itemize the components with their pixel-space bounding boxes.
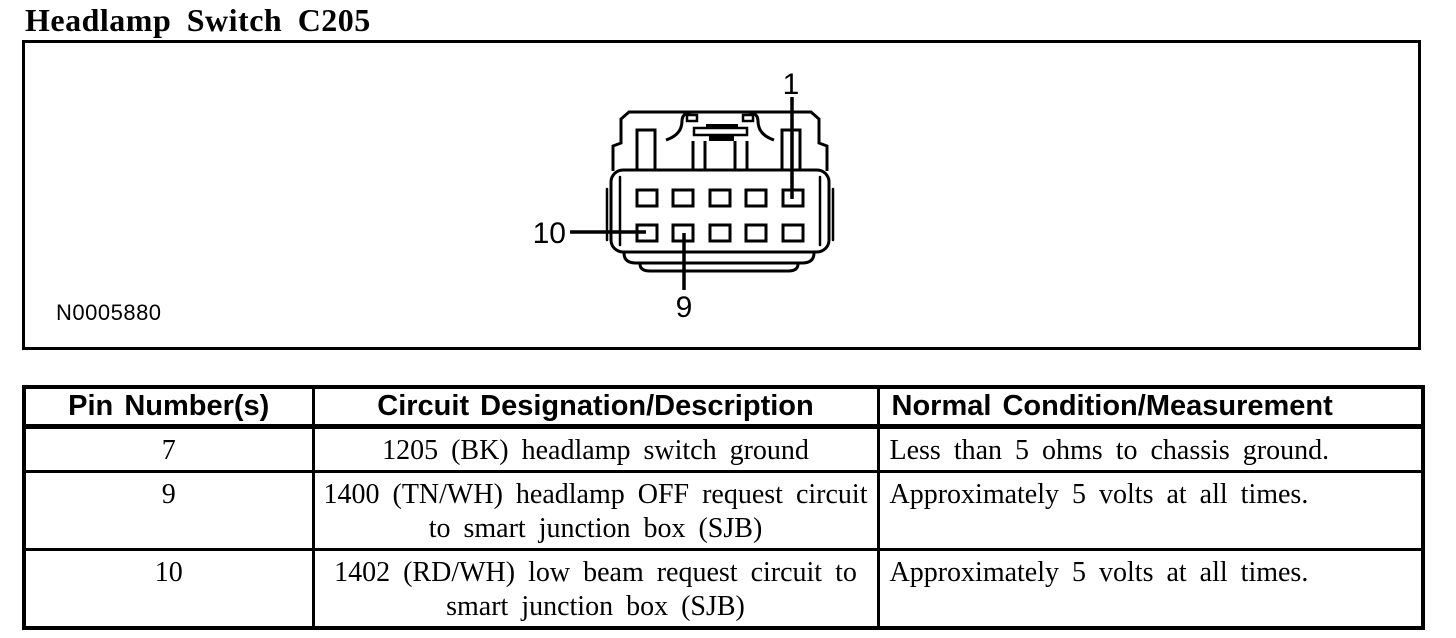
cell-circuit: 1400 (TN/WH) headlamp OFF request circui… <box>311 470 880 551</box>
pin-cavity-top-3 <box>708 188 732 208</box>
figure-id: N0005880 <box>56 300 162 325</box>
latch-bar-top <box>706 124 738 128</box>
cell-condition: Approximately 5 volts at all times. <box>876 470 1425 551</box>
connector-figure-box: 1 10 9 N0005880 <box>22 40 1421 350</box>
pin-1-label: 1 <box>783 68 800 101</box>
header-normal-condition: Normal Condition/Measurement <box>876 385 1425 429</box>
header-circuit-designation: Circuit Designation/Description <box>311 385 880 429</box>
cell-condition: Approximately 5 volts at all times. <box>876 548 1425 630</box>
header-pin-numbers: Pin Number(s) <box>22 385 315 429</box>
pin-cavity-top-4 <box>744 188 768 208</box>
connector-latch-outline <box>665 110 775 142</box>
pin-9-label: 9 <box>676 291 693 324</box>
latch-notch-left <box>685 113 699 123</box>
connector-bottom-lip-inner <box>638 263 800 273</box>
latch-bar-bottom <box>709 135 734 141</box>
pin-cavity-bottom-4 <box>744 223 768 243</box>
guide-rail-left <box>635 128 657 172</box>
cell-circuit: 1402 (RD/WH) low beam request circuit to… <box>311 548 880 630</box>
cell-condition: Less than 5 ohms to chassis ground. <box>876 425 1425 473</box>
connector-body-outline <box>609 168 831 254</box>
table-header-row: Pin Number(s) Circuit Designation/Descri… <box>22 385 1425 429</box>
cell-pin: 7 <box>22 425 315 473</box>
cell-circuit: 1205 (BK) headlamp switch ground <box>311 425 880 473</box>
latch-post-lines <box>691 141 749 170</box>
connector-diagram: 1 10 9 <box>533 68 835 324</box>
connector-cap-outline <box>611 110 829 171</box>
connector-bottom-lip-outer <box>622 252 816 265</box>
cell-pin: 9 <box>22 470 315 551</box>
latch-notch-right <box>741 113 755 123</box>
pin-cavity-top-1 <box>635 188 659 208</box>
pin-10-label: 10 <box>533 217 566 250</box>
latch-bar-mid <box>692 126 749 137</box>
pin-cavity-top-2 <box>671 188 695 208</box>
cell-pin: 10 <box>22 548 315 630</box>
page-title: Headlamp Switch C205 <box>25 2 371 38</box>
pin-cavity-bottom-5 <box>781 223 805 243</box>
pin-table: Pin Number(s) Circuit Designation/Descri… <box>22 385 1425 630</box>
pin-cavity-bottom-3 <box>708 223 732 243</box>
connector-body-inner-lines <box>618 175 822 247</box>
